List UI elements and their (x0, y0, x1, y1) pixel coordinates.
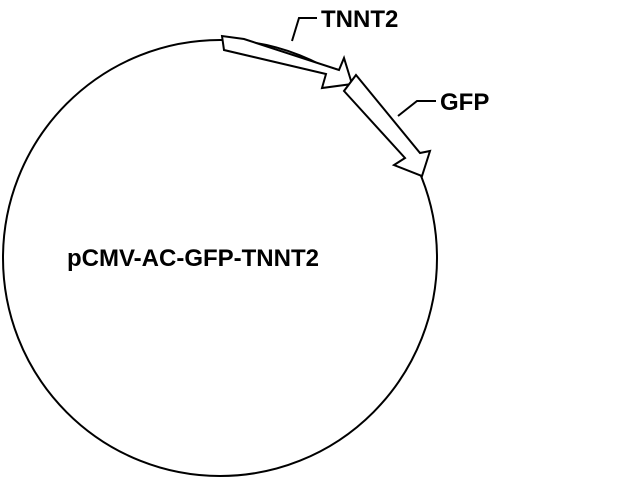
plasmid-name: pCMV-AC-GFP-TNNT2 (67, 245, 319, 272)
feature-arrow-tnnt2 (220, 34, 354, 90)
feature-label-tnnt2: TNNT2 (321, 6, 398, 33)
feature-arrow-gfp (342, 73, 432, 178)
feature-label-gfp: GFP (440, 89, 489, 116)
leader-line-gfp (397, 100, 436, 117)
leader-line-tnnt2 (291, 17, 317, 42)
plasmid-backbone (2, 39, 438, 477)
